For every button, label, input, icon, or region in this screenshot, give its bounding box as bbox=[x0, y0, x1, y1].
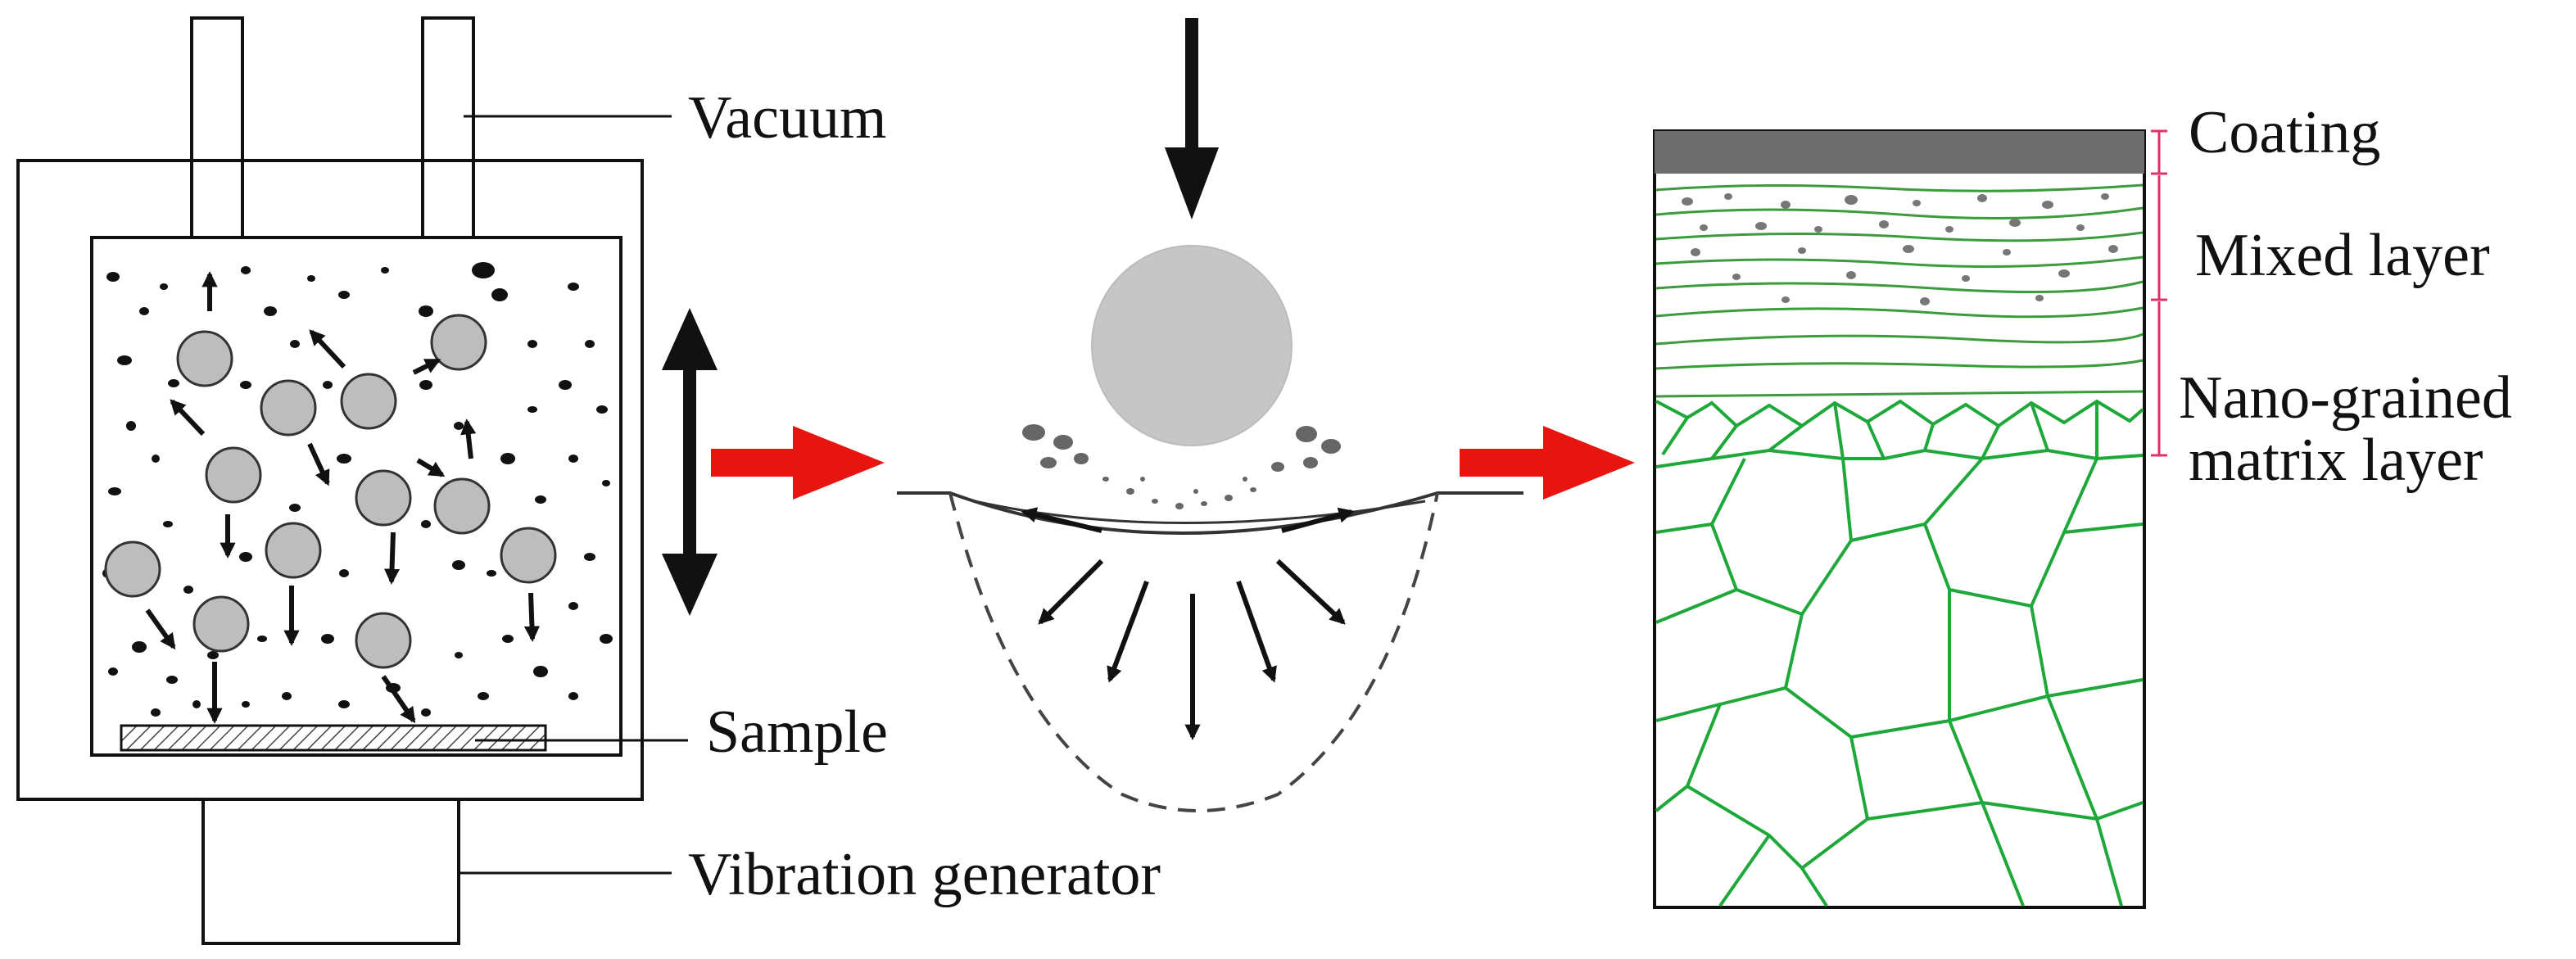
vibration-generator-box bbox=[201, 798, 460, 945]
stress-arrows bbox=[1021, 507, 1355, 740]
ball-motion-arrows bbox=[145, 271, 541, 724]
vacuum-label: Vacuum bbox=[688, 84, 887, 152]
layer-brackets bbox=[2151, 129, 2167, 457]
vacuum-tube-right bbox=[421, 16, 475, 239]
process-arrow-2-icon bbox=[1460, 426, 1635, 500]
vacuum-tube-left bbox=[190, 16, 244, 239]
chamber-panel bbox=[16, 16, 718, 945]
structure-panel bbox=[1653, 129, 2167, 909]
nano-grained-label-line2: matrix layer bbox=[2189, 427, 2483, 494]
vibration-arrow-icon bbox=[662, 308, 718, 616]
impact-panel bbox=[897, 18, 1523, 812]
plastic-zone-boundary bbox=[948, 492, 1439, 812]
sample-plate bbox=[120, 724, 547, 752]
mixed-layer-lines bbox=[1655, 183, 2144, 398]
impact-ball bbox=[1091, 245, 1293, 446]
sample-label: Sample bbox=[706, 699, 888, 766]
inner-chamber bbox=[90, 236, 622, 757]
nano-grain-network bbox=[1655, 399, 2144, 907]
shot-balls bbox=[104, 314, 557, 669]
mixed-layer-label: Mixed layer bbox=[2195, 222, 2490, 289]
impact-debris bbox=[1022, 424, 1341, 509]
vibration-generator-label: Vibration generator bbox=[688, 841, 1161, 908]
debris-particles bbox=[102, 262, 613, 717]
impact-arrow-icon bbox=[1165, 18, 1219, 219]
process-arrow-1-icon bbox=[711, 426, 885, 500]
nano-grained-label-line1: Nano-grained bbox=[2179, 364, 2512, 432]
coating-layer bbox=[1655, 131, 2144, 174]
mixed-layer-particles bbox=[1682, 193, 2118, 305]
coating-label: Coating bbox=[2189, 99, 2380, 166]
